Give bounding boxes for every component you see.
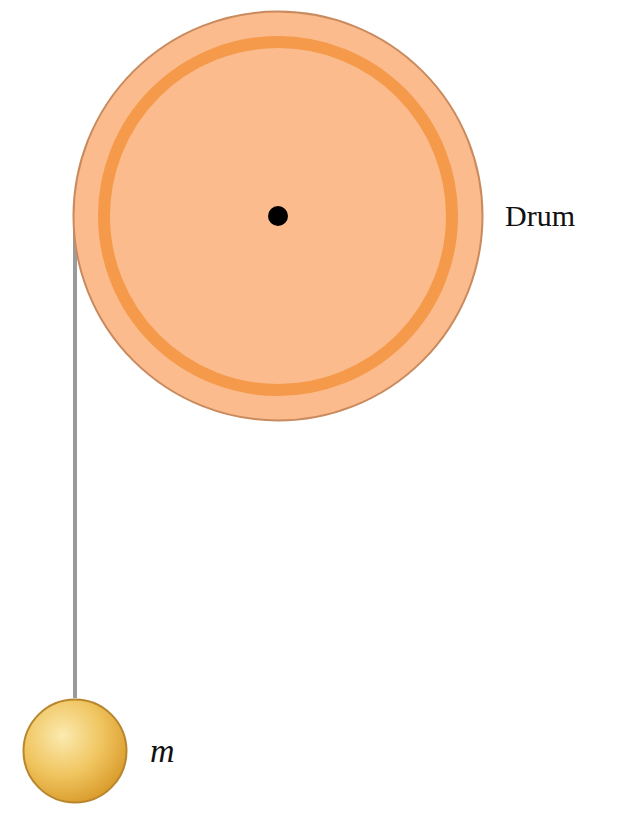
string <box>75 216 76 698</box>
drum-disc <box>74 12 483 421</box>
mass-label: m <box>150 732 175 770</box>
mass: m <box>22 698 128 804</box>
ball-shape <box>22 698 128 804</box>
axle-dot <box>268 206 288 226</box>
string-line <box>73 216 77 698</box>
mass-ball <box>24 700 127 803</box>
drum-shape <box>72 10 484 422</box>
drum-label: Drum <box>505 199 575 233</box>
drum-rim <box>104 42 452 390</box>
drum: Drum <box>72 10 484 422</box>
